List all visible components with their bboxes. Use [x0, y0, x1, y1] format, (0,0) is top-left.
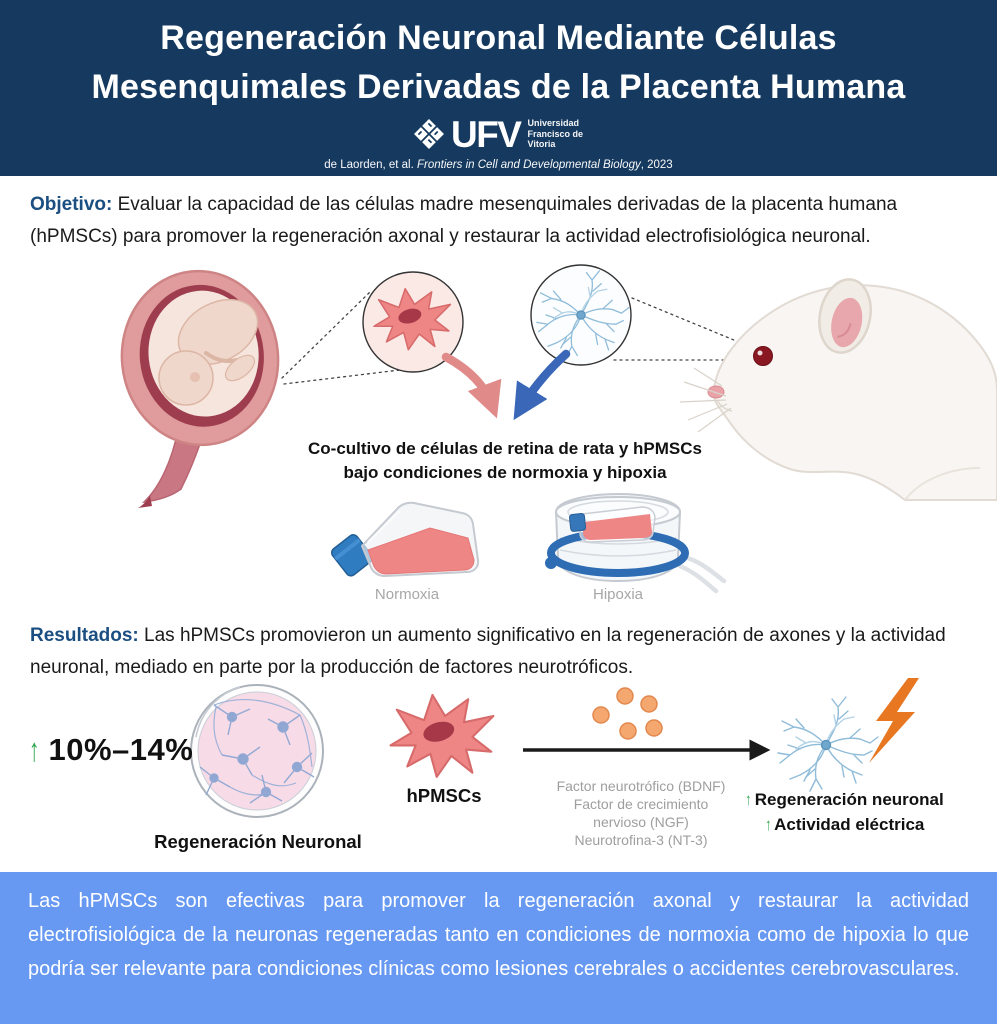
placenta-fetus-illustration	[120, 269, 280, 508]
increase-value: 10%–14%	[48, 732, 194, 767]
citation-journal: Frontiers in Cell and Developmental Biol…	[417, 159, 641, 171]
factor-ngf-line2: nervioso (NGF)	[593, 814, 689, 830]
factor-bdnf: Factor neurotrófico (BDNF)	[556, 778, 726, 794]
results-text: Las hPMSCs promovieron un aumento signif…	[30, 625, 946, 678]
objective-paragraph: Objetivo: Evaluar la capacidad de las cé…	[30, 189, 970, 253]
factor-nt3: Neurotrofina-3 (NT-3)	[574, 832, 708, 848]
normoxia-flask	[330, 501, 480, 577]
ufv-acronym: UFV	[450, 113, 522, 155]
objective-text: Evaluar la capacidad de las células madr…	[30, 194, 898, 247]
results-illustration	[190, 678, 919, 818]
citation-year: , 2023	[640, 159, 673, 171]
hpmsc-cell	[389, 693, 495, 778]
ufv-diamond-icon	[414, 119, 444, 149]
petri-dish	[190, 684, 324, 818]
ufv-institution-name: Universidad Francisco de Vitoria	[527, 118, 584, 150]
normoxia-label: Normoxia	[374, 586, 440, 603]
factor-ngf-line1: Factor de crecimiento	[573, 796, 709, 812]
hypoxia-chamber	[545, 492, 727, 594]
green-up-arrow-icon: ↑	[745, 790, 752, 809]
coculture-caption-line2: bajo condiciones de normoxia y hipoxia	[343, 463, 667, 482]
conclusion-banner: Las hPMSCs son efectivas para promover l…	[0, 872, 997, 1024]
hpmsc-caption: hPMSCs	[406, 785, 482, 806]
green-up-arrow-icon: ↑	[29, 731, 40, 768]
hpmsc-magnifier-circle	[362, 271, 464, 373]
neurotrophic-factor-dots	[592, 687, 663, 740]
green-up-arrow-icon: ↑	[764, 815, 772, 834]
retina-neuron-magnifier-circle	[530, 264, 632, 366]
regenerated-neuron	[777, 696, 879, 792]
increase-stat: ↑ 10%–14%	[26, 731, 193, 769]
outcome-regeneration: ↑Regeneración neuronal	[724, 787, 964, 812]
neurotrophic-factors-list: Factor neurotrófico (BDNF) Factor de cre…	[518, 777, 764, 849]
title-line-1: Regeneración Neuronal Mediante Células	[160, 19, 837, 57]
objective-label: Objetivo:	[30, 194, 113, 215]
title-line-2: Mesenquimales Derivadas de la Placenta H…	[91, 68, 906, 106]
outcomes-block: ↑Regeneración neuronal ↑Actividad eléctr…	[724, 787, 964, 837]
pink-arrow	[441, 352, 502, 419]
conclusion-text: Las hPMSCs son efectivas para promover l…	[28, 890, 969, 980]
university-logo: UFV Universidad Francisco de Vitoria	[0, 115, 997, 153]
petri-caption: Regeneración Neuronal	[154, 831, 362, 852]
magnification-dotted-lines	[281, 291, 747, 385]
citation-authors: de Laorden, et al.	[324, 159, 414, 171]
coculture-caption: Co-cultivo de células de retina de rata …	[255, 437, 755, 485]
results-paragraph: Resultados: Las hPMSCs promovieron un au…	[30, 620, 970, 684]
outcome-electrical-activity: ↑Actividad eléctrica	[724, 812, 964, 837]
lightning-bolt-icon	[869, 678, 919, 763]
hypoxia-label: Hipoxia	[592, 586, 644, 603]
results-label: Resultados:	[30, 625, 139, 646]
methods-illustration	[120, 264, 997, 594]
rat-illustration	[679, 278, 997, 501]
page-title: Regeneración Neuronal Mediante Células M…	[0, 0, 997, 112]
blue-arrow	[513, 349, 571, 421]
header-banner: Regeneración Neuronal Mediante Células M…	[0, 0, 997, 176]
coculture-caption-line1: Co-cultivo de células de retina de rata …	[308, 439, 702, 458]
citation: de Laorden, et al. Frontiers in Cell and…	[0, 159, 997, 171]
